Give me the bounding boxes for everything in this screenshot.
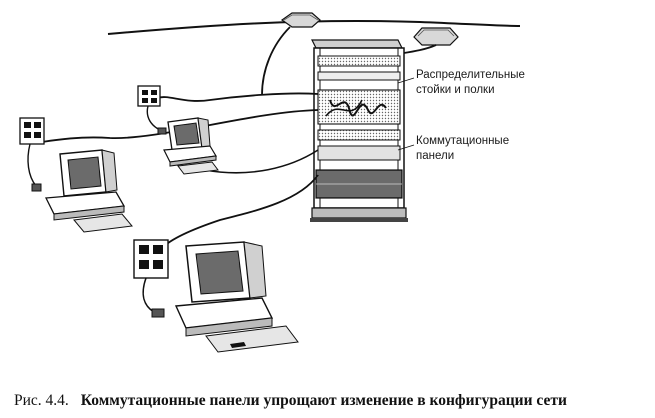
wall-outlet-top [137, 85, 161, 107]
label-racks-line1: Распределительные [416, 69, 525, 81]
drop-cable-left [261, 26, 291, 96]
distribution-rack [310, 39, 408, 222]
leader-line-racks [397, 77, 415, 84]
ceiling-junction-box-left [280, 12, 321, 28]
cable-to-outlet-bottom [161, 174, 319, 249]
cable-to-computer-middle [204, 149, 319, 174]
plug-left [31, 183, 42, 192]
plug-top [157, 127, 167, 135]
leader-line-panels [397, 144, 415, 151]
figure-caption: Рис. 4.4. Коммутационные панели упрощают … [14, 392, 567, 410]
label-racks-line2: стойки и полки [416, 84, 495, 96]
wall-outlet-bottom [133, 239, 169, 279]
label-panels: Коммутационные панели [416, 134, 509, 164]
label-racks: Распределительные стойки и полки [416, 68, 525, 98]
cable-to-outlet-top [157, 92, 319, 102]
patch-cord-left [27, 143, 37, 187]
ceiling-junction-box-right [413, 27, 459, 46]
label-panels-line1: Коммутационные [416, 135, 510, 147]
backbone-cable [107, 19, 521, 35]
computer-top [163, 117, 219, 175]
label-panels-line2: панели [416, 150, 455, 162]
cable-to-outlet-left [41, 109, 319, 143]
caption-number: Рис. 4.4. [14, 392, 69, 409]
plug-bottom [151, 308, 165, 318]
computer-left [44, 149, 133, 233]
caption-text: Коммутационные панели упрощают изменение… [80, 392, 567, 409]
patch-cord-bottom [142, 277, 155, 313]
patch-cord-top [146, 105, 161, 131]
computer-bottom [174, 241, 299, 353]
wall-outlet-left [19, 117, 45, 145]
